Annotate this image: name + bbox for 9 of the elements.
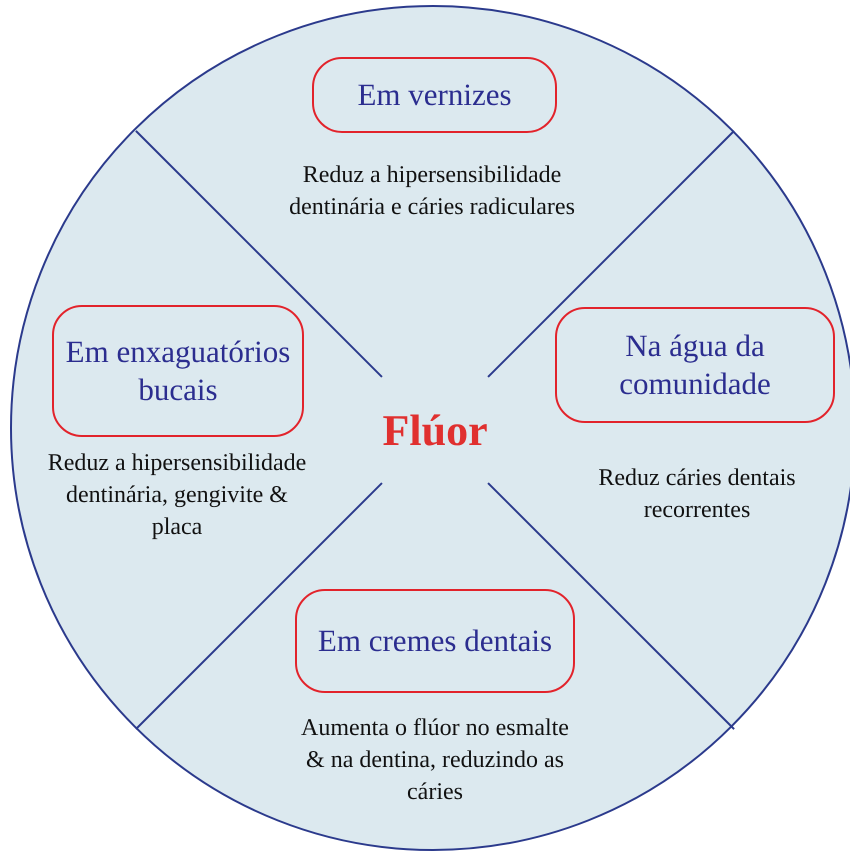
category-box: Em cremes dentais [295, 589, 575, 693]
description-text: Reduz a hipersensibilidade dentinária e cáries radiculares [288, 161, 576, 222]
category-box: Em vernizes [312, 57, 557, 133]
description-text: Aumenta o flúor no esmalte & na dentina, reduzindo as cáries [300, 714, 570, 807]
description-text: Reduz cáries dentais recorrentes [597, 464, 797, 525]
category-box: Em enxaguatórios bucais [52, 305, 304, 437]
description-text: Reduz a hipersensibilidade dentinária, gengivite & placa [47, 449, 307, 542]
category-box: Na água da comunidade [555, 307, 835, 423]
center-label: Flúor [382, 404, 488, 456]
